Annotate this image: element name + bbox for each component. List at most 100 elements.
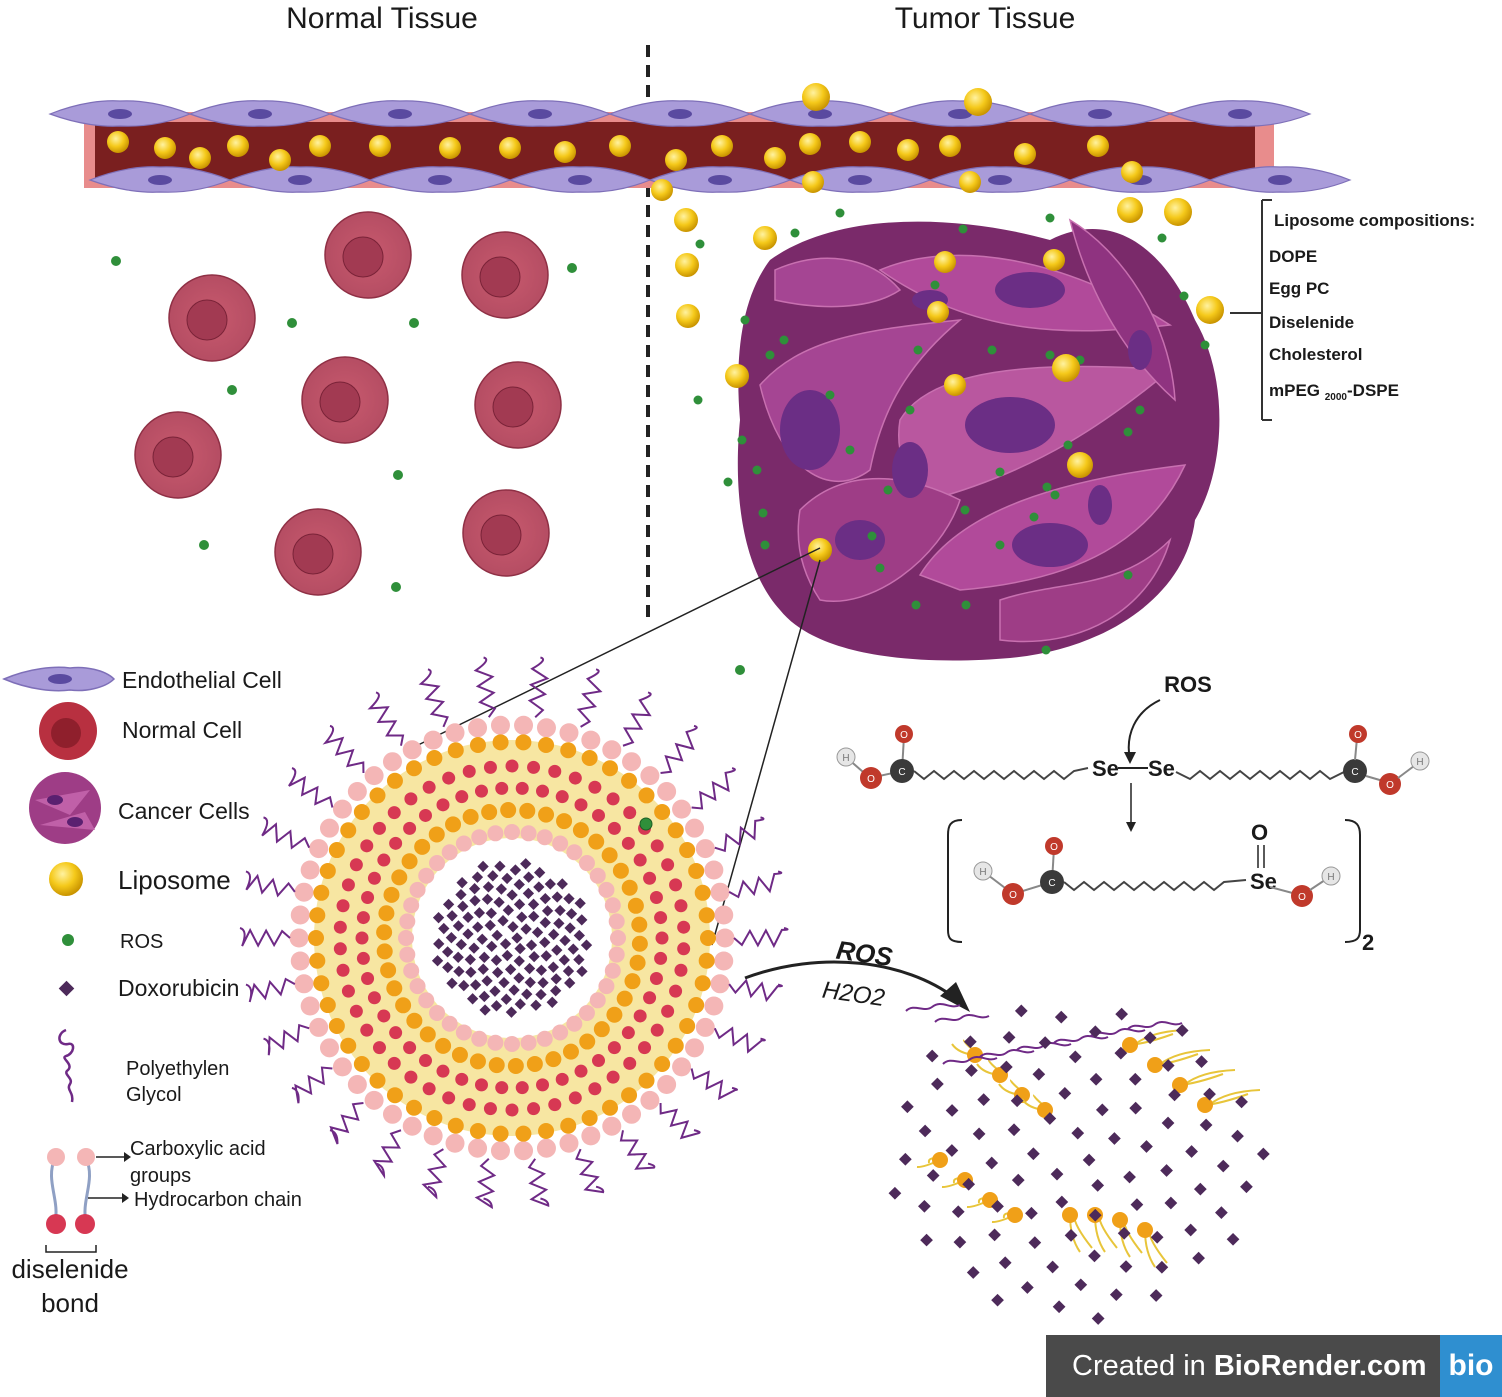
diselenide-node: [418, 808, 432, 822]
outer-head-group: [364, 766, 384, 786]
diselenide-node: [588, 1082, 602, 1096]
legend-normal-cell: Normal Cell: [122, 717, 242, 743]
outer-head-group: [319, 1038, 339, 1058]
diselenide-node: [372, 1041, 386, 1055]
doxorubicin-molecule: [506, 889, 518, 901]
outer-orange-head: [515, 734, 532, 751]
doxorubicin-molecule: [511, 932, 523, 944]
doxorubicin-molecule: [523, 871, 535, 883]
doxorubicin-molecule: [1193, 1182, 1207, 1196]
outer-head-group: [657, 782, 677, 802]
doxorubicin-molecule: [1192, 1251, 1205, 1265]
outer-orange-head: [538, 1123, 555, 1140]
doxorubicin-molecule: [468, 942, 480, 954]
outer-head-group: [704, 996, 724, 1016]
doxorubicin-molecule: [1161, 1059, 1175, 1072]
diselenide-node: [527, 760, 541, 774]
doxorubicin-molecule: [531, 926, 544, 939]
inner-orange-head: [376, 943, 393, 960]
doxorubicin-molecule: [1231, 1129, 1244, 1143]
peg-chain: [1053, 1035, 1109, 1044]
outer-orange-head: [560, 1117, 577, 1134]
doxorubicin-molecule: [1052, 1300, 1066, 1314]
diselenide-node: [623, 806, 637, 820]
doxorubicin-molecule: [491, 929, 503, 942]
outer-orange-head: [353, 1055, 370, 1072]
svg-text:H: H: [979, 867, 986, 878]
doxorubicin-molecule: [565, 908, 578, 920]
outer-orange-head: [694, 975, 711, 992]
inner-head-group: [536, 1030, 553, 1047]
normal-cell-nucleus: [479, 256, 521, 298]
inner-head-group: [455, 1024, 472, 1041]
ros-dot: [752, 465, 762, 475]
inner-orange-head: [556, 813, 573, 830]
outer-orange-head: [581, 1109, 598, 1126]
ros-dot: [567, 263, 577, 273]
diselenide-node: [387, 1056, 401, 1070]
diselenide-node: [361, 891, 375, 905]
liposome: [651, 179, 673, 201]
endothelial-nucleus: [848, 175, 872, 185]
outer-head-group: [468, 718, 488, 738]
doxorubicin-molecule: [431, 955, 444, 967]
outer-orange-head: [581, 750, 598, 767]
inner-head-group: [455, 835, 472, 852]
outer-orange-head: [386, 772, 403, 789]
peg-chain: [575, 1148, 605, 1194]
outer-orange-head: [426, 750, 443, 767]
peg-chain: [372, 1129, 402, 1180]
doxorubicin-molecule: [455, 888, 467, 901]
outer-head-group: [347, 1074, 367, 1094]
doxorubicin-molecule: [501, 949, 513, 962]
doxorubicin-molecule: [1071, 1126, 1085, 1140]
liposome: [439, 137, 461, 159]
svg-text:O: O: [1354, 730, 1362, 741]
svg-text:O: O: [1386, 780, 1394, 791]
endothelial-nucleus: [1268, 175, 1292, 185]
inner-head-group: [536, 829, 553, 846]
doxorubicin-molecule: [514, 998, 526, 1010]
doxorubicin-molecule: [1074, 1278, 1088, 1292]
diselenide-node: [341, 878, 355, 892]
diselenide-node: [505, 1103, 519, 1117]
diselenide-node: [621, 1026, 635, 1040]
lipid-head: [1172, 1077, 1188, 1093]
diselenide-node: [483, 760, 497, 774]
outer-head-group: [382, 1104, 402, 1124]
outer-orange-head: [313, 884, 330, 901]
outer-head-group: [710, 974, 730, 994]
doxorubicin-molecule: [476, 933, 488, 945]
inner-head-group: [520, 825, 537, 842]
inner-orange-head: [414, 838, 431, 855]
doxorubicin-molecule: [573, 929, 585, 942]
inner-orange-head: [627, 897, 644, 914]
diselenide-node: [483, 1102, 497, 1116]
doxorubicin-molecule: [1002, 1031, 1016, 1044]
inner-head-group: [471, 829, 488, 846]
diselenide-node: [568, 771, 582, 785]
doxorubicin-molecule: [559, 934, 571, 947]
normal-cell-nucleus: [319, 381, 361, 423]
liposome: [959, 171, 981, 193]
ros-dot: [409, 318, 419, 328]
doxorubicin-molecule: [548, 928, 560, 941]
doxorubicin-molecule: [433, 938, 445, 950]
liposome: [675, 253, 699, 277]
outer-head-group: [714, 905, 734, 925]
doxorubicin-molecule: [1199, 1118, 1213, 1132]
ros-dot: [723, 477, 733, 487]
diselenide-node: [669, 984, 683, 998]
doxorubicin-molecule: [556, 878, 568, 890]
doxorubicin-molecule: [452, 951, 464, 963]
inner-head-group: [608, 946, 625, 963]
doxorubicin-molecule: [576, 914, 588, 926]
doxorubicin-molecule: [500, 993, 512, 1005]
outer-head-group: [536, 1138, 556, 1158]
doxorubicin-molecule: [540, 950, 552, 962]
diselenide-node: [607, 821, 621, 835]
normal-cell-icon: [39, 702, 97, 760]
outer-head-group: [490, 1141, 510, 1161]
liposome: [1117, 197, 1143, 223]
endothelial-nucleus: [248, 109, 272, 119]
